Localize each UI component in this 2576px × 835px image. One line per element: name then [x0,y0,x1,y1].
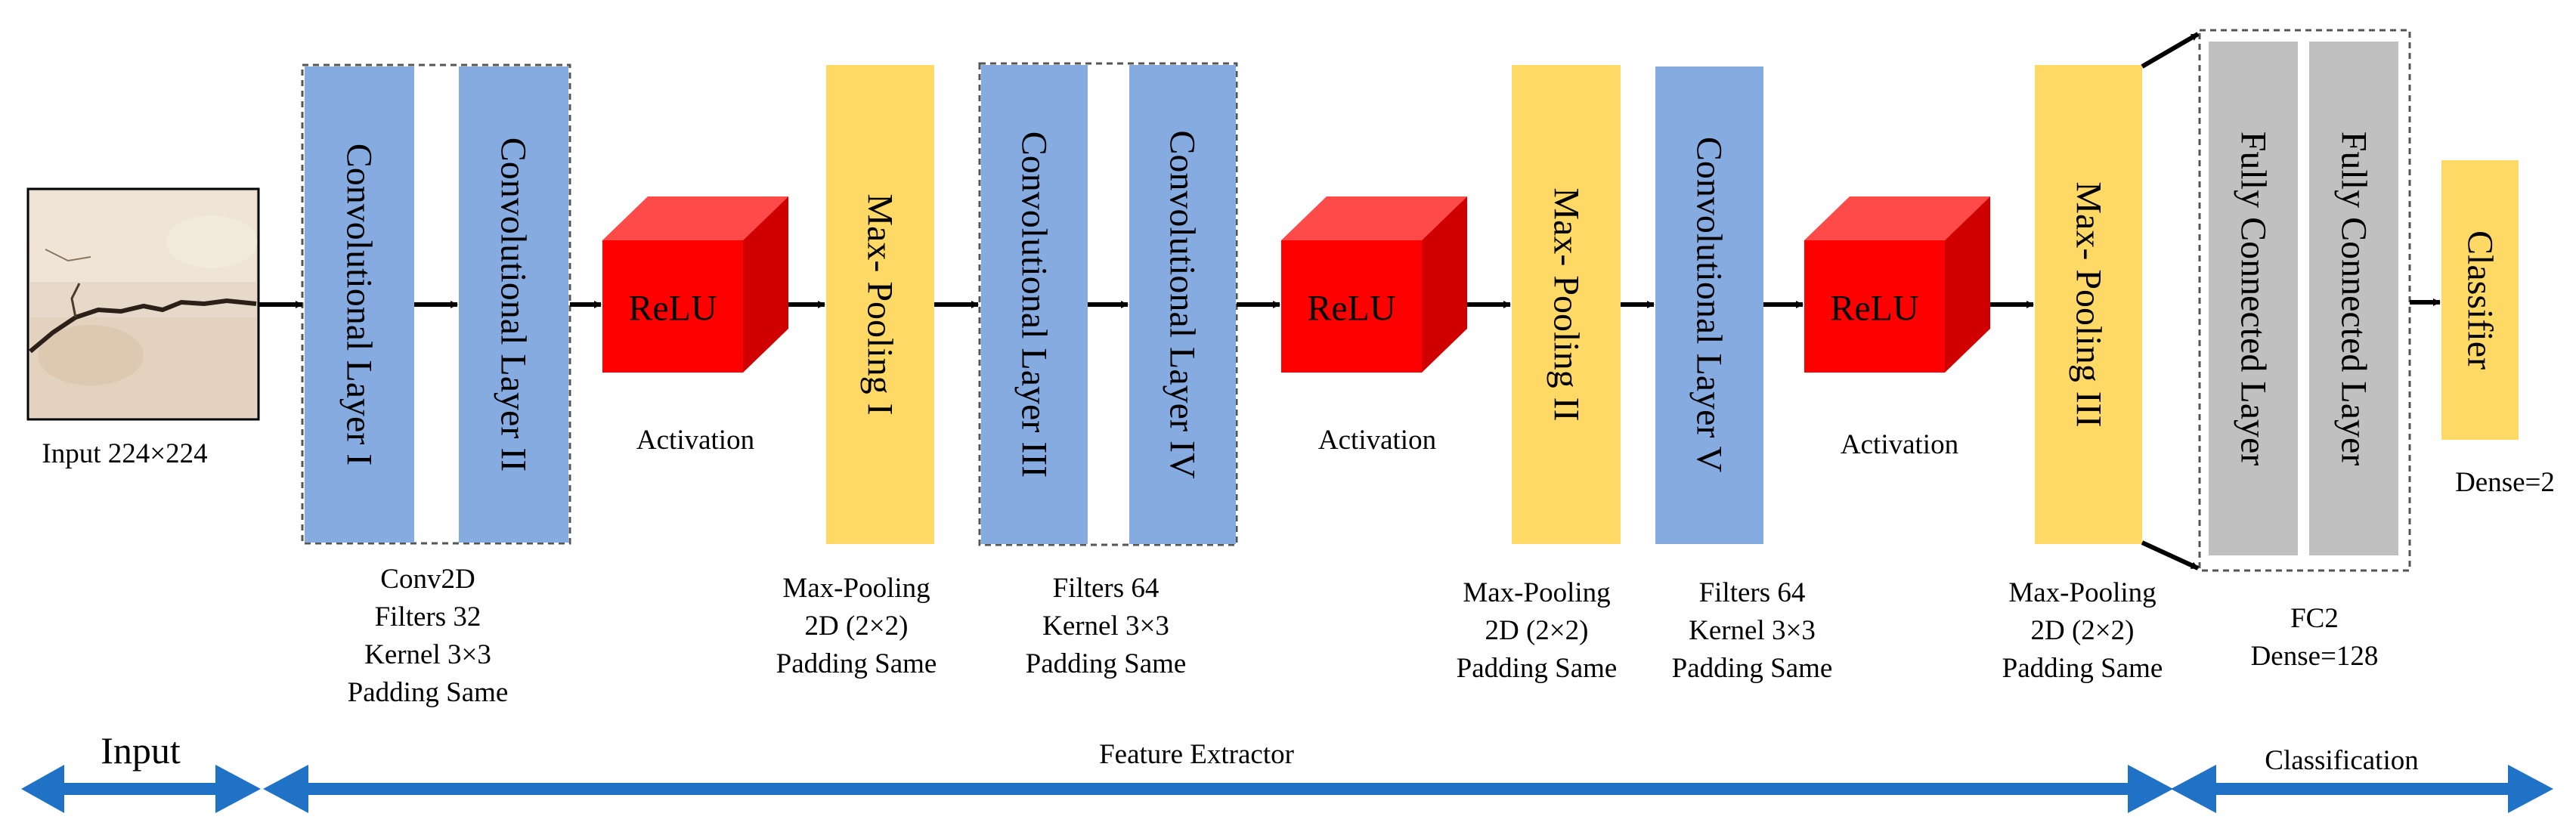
caption-fc-line-1: FC2 [2290,603,2339,634]
conv-layer-3 [981,65,1088,544]
caption-pool1-line-1: Max-Pooling [782,573,930,604]
fc-layer-1 [2209,42,2298,555]
conv-layer-4 [1129,65,1236,544]
caption-pool2-line-1: Max-Pooling [1463,577,1610,608]
caption-pool3-line-1: Max-Pooling [2008,577,2156,608]
activation-label-1: Activation [636,425,754,456]
caption-conv34-line-2: Kernel 3×3 [1042,611,1169,642]
caption-conv5-line-1: Filters 64 [1699,577,1806,608]
caption-pool1: Max-Pooling 2D (2×2) Padding Same [776,573,937,679]
caption-fc-line-2: Dense=128 [2251,641,2379,672]
caption-conv12-line-2: Filters 32 [375,602,481,632]
max-pooling-2 [1512,65,1621,544]
stage-label-feature-extractor: Feature Extractor [1099,739,1294,770]
caption-pool1-line-2: 2D (2×2) [805,611,909,642]
caption-conv12: Conv2D Filters 32 Kernel 3×3 Padding Sam… [348,564,509,708]
conv-layer-1-label: Convolutional Layer I [339,144,379,466]
caption-conv34: Filters 64 Kernel 3×3 Padding Same [1026,573,1187,679]
relu-block-3 [1804,196,1990,373]
activation-label-2: Activation [1318,425,1436,456]
fc-layer-2 [2309,42,2398,555]
conv-layer-1 [305,66,414,543]
arrow-pool3-to-fc-bottom [2141,540,2200,571]
conv-layer-2-label: Convolutional Layer II [494,138,534,472]
stage-arrow-feature-extractor [263,765,2173,813]
relu-block-2 [1281,196,1467,373]
caption-conv5-line-2: Kernel 3×3 [1689,615,1816,646]
max-pooling-3-label: Max- Pooling III [2069,181,2109,427]
caption-pool2-line-2: 2D (2×2) [1485,615,1589,646]
max-pooling-3 [2035,65,2142,544]
max-pooling-1-label: Max- Pooling I [860,193,900,415]
fc-layer-1-label: Fully Connected Layer [2234,131,2274,466]
caption-pool1-line-3: Padding Same [776,648,937,679]
caption-pool3-line-3: Padding Same [2002,653,2163,684]
classifier-label: Classifier [2460,230,2500,370]
input-image [26,187,260,421]
caption-conv5-line-3: Padding Same [1672,653,1833,684]
caption-conv12-line-1: Conv2D [380,564,475,595]
classifier-caption: Dense=2 [2455,467,2555,498]
caption-conv34-line-1: Filters 64 [1053,573,1160,604]
max-pooling-1 [826,65,934,544]
flow-arrows [259,32,2441,571]
stage-arrow-input [21,765,261,813]
conv-layer-4-label: Convolutional Layer IV [1163,130,1203,479]
relu-block-2-label: ReLU [1307,289,1395,329]
conv-layer-5-label: Convolutional Layer V [1689,137,1729,473]
classifier-block [2441,160,2519,440]
caption-pool2: Max-Pooling 2D (2×2) Padding Same [1457,577,1618,684]
relu-block-1-label: ReLU [628,289,717,329]
fc-layer-2-label: Fully Connected Layer [2334,131,2374,466]
activation-label-3: Activation [1841,429,1958,460]
stage-label-classification: Classification [2265,745,2418,776]
conv-layer-3-label: Convolutional Layer III [1014,131,1054,478]
caption-conv5: Filters 64 Kernel 3×3 Padding Same [1672,577,1833,684]
caption-conv34-line-3: Padding Same [1026,648,1187,679]
arrow-pool3-to-fc-top [2141,32,2200,69]
input-label: Input 224×224 [42,438,207,469]
caption-pool3: Max-Pooling 2D (2×2) Padding Same [2002,577,2163,684]
caption-conv12-line-4: Padding Same [348,677,509,708]
conv-layer-2 [459,66,568,543]
relu-block-3-label: ReLU [1830,289,1918,329]
caption-fc: FC2 Dense=128 [2251,603,2379,672]
conv-layer-5 [1655,66,1763,544]
relu-block-1 [602,196,788,373]
caption-pool3-line-2: 2D (2×2) [2031,615,2135,646]
caption-conv12-line-3: Kernel 3×3 [364,639,491,670]
stage-arrow-classification [2171,765,2553,813]
max-pooling-2-label: Max- Pooling II [1547,187,1587,421]
caption-pool2-line-3: Padding Same [1457,653,1618,684]
stage-label-input: Input [101,729,181,772]
